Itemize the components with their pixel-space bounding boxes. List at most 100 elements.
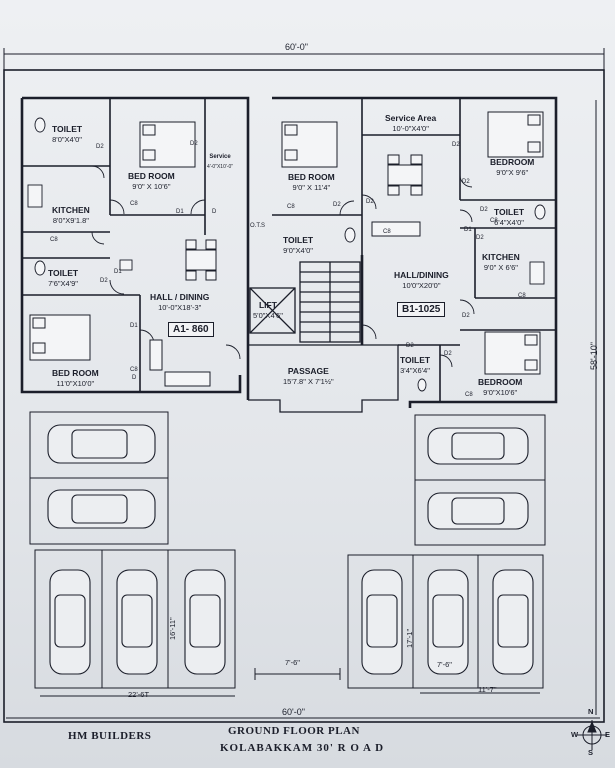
window-tag: C8 <box>130 367 138 373</box>
unit-b-toilet2-size: 6'4"X4'0" <box>494 218 524 227</box>
unit-a-bedroom2-name: BED ROOM <box>52 368 99 378</box>
window-tag: C8 <box>130 201 138 207</box>
parking-left-width-label: 22'-6T <box>128 690 150 699</box>
wc-a1 <box>34 117 46 133</box>
window-tag: C8 <box>383 229 391 235</box>
window-tag: C8 <box>465 392 473 398</box>
car-5 <box>49 569 91 675</box>
sofa-b <box>371 221 421 237</box>
passage-size: 15'7.8" X 7'1½" <box>283 377 334 386</box>
unit-b-service-name: Service Area <box>385 113 437 123</box>
lift-shaft <box>249 287 296 334</box>
stair-flight <box>299 261 361 343</box>
unit-b-toilet3-size: 3'4"X6'4" <box>400 366 430 375</box>
wc-b1 <box>344 227 356 243</box>
unit-b-code-badge: B1-1025 <box>397 302 446 317</box>
unit-a-bedroom1-name: BED ROOM <box>128 171 175 181</box>
unit-b-bedroom3-size: 9'0"X10'6" <box>483 388 518 397</box>
unit-a-code-badge: A1- 860 <box>168 322 214 337</box>
door-tag: D2 <box>333 202 341 208</box>
window-tag: C8 <box>490 218 498 224</box>
door-tag: D2 <box>476 235 484 241</box>
unit-a-toilet1-name: TOILET <box>52 124 83 134</box>
parking-right-width-label: 11'-7" <box>478 685 497 694</box>
unit-b-hall-size: 10'0"X20'0" <box>402 281 441 290</box>
door-tag: D2 <box>96 144 104 150</box>
door-tag: D <box>132 375 137 381</box>
unit-b-hall-name: HALL/DINING <box>394 270 449 280</box>
door-tag: D2 <box>462 179 470 185</box>
door-tag: D1 <box>464 227 472 233</box>
door-tag: D <box>212 209 217 215</box>
driveway-dim <box>254 668 341 680</box>
window-tag: C8 <box>287 204 295 210</box>
unit-b-toilet1-name: TOILET <box>283 235 314 245</box>
compass-s: S <box>588 748 594 757</box>
stall-width-label: 7'-6" <box>437 660 452 669</box>
compass-w: W <box>571 730 579 739</box>
top-width-label: 60'-0" <box>285 42 308 52</box>
unit-b-service-size: 10'-0"X4'0" <box>392 124 429 133</box>
unit-a-kitchen-name: KITCHEN <box>52 205 90 215</box>
driveway-width-label: 7'-6" <box>285 658 300 667</box>
unit-b-outer-wall <box>272 96 558 408</box>
car-1 <box>47 424 156 464</box>
plot-boundary <box>3 69 605 723</box>
unit-a-toilet2-name: TOILET <box>48 268 79 278</box>
door-tag: D2 <box>406 343 414 349</box>
ots-label: O.T.S <box>250 223 266 229</box>
dining-set-b <box>387 154 423 196</box>
car-4 <box>427 492 529 530</box>
unit-b-kitchen-name: KITCHEN <box>482 252 520 262</box>
road-name: KOLABAKKAM 30' R O A D <box>220 742 385 754</box>
bed-a1 <box>139 121 196 168</box>
car-3 <box>427 427 529 465</box>
sofa-a <box>149 339 211 387</box>
unit-b-bedroom1-name: BED ROOM <box>288 172 335 182</box>
bed-b3 <box>484 331 541 375</box>
unit-b-bedroom2-size: 9'0"X 9'6" <box>496 168 529 177</box>
unit-a-service-size: 4'-0"X10'-0" <box>207 164 234 170</box>
parking-right-depth-label: 17'-1" <box>405 628 414 648</box>
unit-b-bedroom3-name: BEDROOM <box>478 377 523 387</box>
unit-a-hall-name: HALL / DINING <box>150 292 210 302</box>
car-2 <box>47 489 156 529</box>
door-tag: D1 <box>114 269 122 275</box>
unit-a-outer-wall <box>20 96 250 394</box>
unit-a-hall-size: 10'-0"X18'-3" <box>158 303 202 312</box>
unit-a-bedroom2-size: 11'0"X10'0" <box>56 379 95 388</box>
window-tag: C8 <box>50 237 58 243</box>
door-tag: D2 <box>366 199 374 205</box>
unit-b-bedroom1-size: 9'0" X 11'4" <box>292 183 331 192</box>
car-8 <box>361 569 403 675</box>
builder-name: HM BUILDERS <box>68 730 152 742</box>
drawing-title: GROUND FLOOR PLAN <box>228 725 360 737</box>
door-tag: D1 <box>176 209 184 215</box>
unit-a-toilet2-size: 7'6"X4'9" <box>48 279 78 288</box>
door-tag: D1 <box>130 323 138 329</box>
bed-a2 <box>29 314 91 361</box>
door-tag: D2 <box>100 278 108 284</box>
wc-a2 <box>34 260 46 276</box>
bed-b2 <box>487 111 544 158</box>
parking-bay-left-bottom <box>34 549 236 689</box>
dining-set-a <box>185 239 217 281</box>
unit-b-bedroom2-name: BEDROOM <box>490 157 535 167</box>
parking-bay-right-bottom <box>347 554 544 689</box>
wc-b3 <box>417 378 427 392</box>
